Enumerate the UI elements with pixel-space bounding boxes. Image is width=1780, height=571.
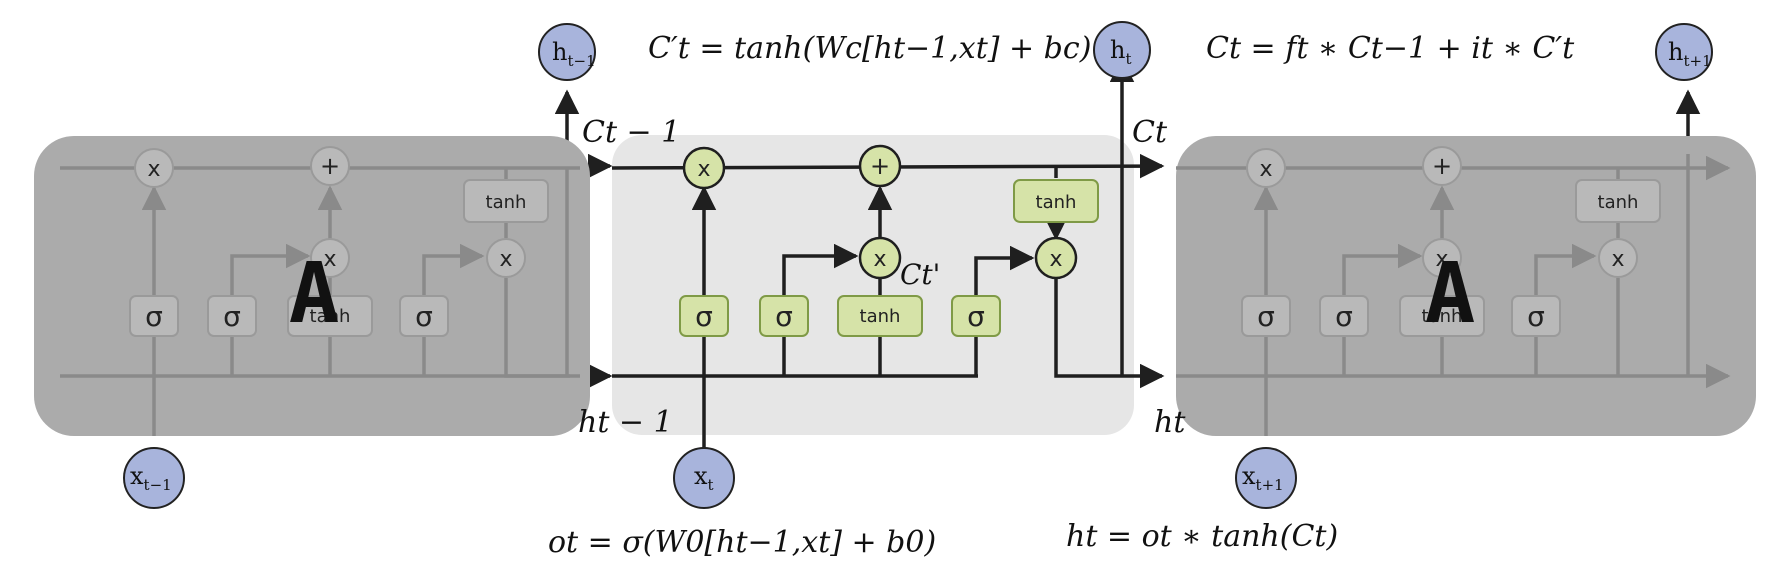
right-cell-label: A: [1425, 244, 1476, 342]
hidden-state-equation: ht = ot ∗ tanh(Ct): [1066, 519, 1338, 554]
c-prev-label: Ct − 1: [582, 115, 680, 150]
tanh-output-label: tanh: [1036, 192, 1077, 213]
forget-mult-op: [682, 146, 726, 190]
left-cell: x + x x σ σ tanh σ tanh A: [34, 136, 590, 436]
input-add-text: +: [870, 152, 890, 180]
forget-mult-text: x: [697, 157, 710, 182]
h-prev-base: h: [552, 38, 567, 66]
h-next-base: h: [1668, 38, 1683, 66]
tanh-gate: [837, 295, 923, 337]
x-curr-sub: t: [708, 476, 714, 494]
right-sigma3-text: σ: [1527, 300, 1545, 333]
left-mult-text: x: [147, 157, 160, 182]
svg-text:ht−1: ht−1: [552, 38, 596, 70]
svg-text:ht: ht: [1110, 36, 1132, 68]
left-sigma1-text: σ: [145, 300, 163, 333]
right-add-text: +: [1432, 152, 1452, 180]
center-cell-background: [612, 135, 1134, 435]
left-mult2-text: x: [323, 247, 336, 272]
equations: C′t = tanh(Wc[ht−1,xt] + bc) Ct = ft ∗ C…: [548, 31, 1575, 560]
x-prev-sub: t−1: [144, 476, 172, 494]
output-gate-equation: ot = σ(W0[ht−1,xt] + b0): [548, 525, 936, 560]
line-labels: Ct − 1 Ct Ct' ht − 1 ht: [578, 115, 1186, 440]
cell-state-equation: Ct = ft ∗ Ct−1 + it ∗ C′t: [1206, 31, 1575, 66]
output-mult-op: [1034, 236, 1078, 280]
sigma-gate-3: [951, 295, 1001, 337]
x-curr-node: xt: [673, 447, 735, 509]
x-curr-base: x: [694, 462, 708, 490]
right-mult-text: x: [1259, 157, 1272, 182]
h-prev-node: ht−1: [538, 23, 596, 81]
nodes: ht−1 ht ht+1 xt−1 xt xt+1: [123, 21, 1713, 509]
tanh-gate-label: tanh: [860, 306, 901, 327]
x-next-sub: t+1: [1256, 476, 1284, 494]
h-curr-node: ht: [1093, 21, 1151, 79]
left-mult3-text: x: [499, 247, 512, 272]
center-ops: x + x x: [682, 144, 1078, 280]
c-cand-label: Ct': [900, 258, 940, 291]
output-mult-text: x: [1049, 247, 1062, 272]
right-tanh-out-text: tanh: [1598, 192, 1639, 213]
sigma-gate-1-label: σ: [695, 300, 713, 333]
sigma-gate-2-label: σ: [775, 300, 793, 333]
sigma-gate-3-label: σ: [967, 300, 985, 333]
left-cell-background: [34, 136, 590, 436]
left-sigma2-text: σ: [223, 300, 241, 333]
sigma-gate-1: [679, 295, 729, 337]
c-curr-label: Ct: [1132, 115, 1168, 150]
x-prev-base: x: [130, 462, 144, 490]
input-mult-text: x: [873, 247, 886, 272]
right-cell: x + x x σ σ tanh σ tanh A: [1176, 136, 1756, 436]
svg-text:ht+1: ht+1: [1668, 38, 1712, 70]
center-gates: σ σ tanh σ tanh: [679, 179, 1099, 337]
h-next-sub: t+1: [1683, 52, 1711, 70]
h-prev-sub: t−1: [567, 52, 595, 70]
svg-text:xt−1: xt−1: [130, 462, 172, 494]
svg-text:xt+1: xt+1: [1242, 462, 1284, 494]
right-tanh-text: tanh: [1422, 306, 1463, 327]
h-curr-base: h: [1110, 36, 1125, 64]
left-cell-label: A: [289, 244, 340, 342]
svg-text:xt: xt: [694, 462, 714, 494]
h-next-node: ht+1: [1655, 23, 1713, 81]
tanh-output-gate: [1013, 179, 1099, 223]
hidden-output-path: [1054, 278, 1165, 389]
input-mult-op: [858, 236, 902, 280]
x-next-node: xt+1: [1235, 447, 1297, 509]
h-curr-sub: t: [1125, 50, 1131, 68]
right-mult2-text: x: [1435, 247, 1448, 272]
x-prev-node: xt−1: [123, 447, 185, 509]
candidate-equation: C′t = tanh(Wc[ht−1,xt] + bc): [648, 31, 1091, 66]
input-gate-arrow: [782, 243, 859, 296]
left-add-text: +: [320, 152, 340, 180]
h-curr-label: ht: [1154, 405, 1186, 440]
right-mult3-text: x: [1611, 247, 1624, 272]
output-gate-arrow: [974, 245, 1035, 296]
h-prev-label: ht − 1: [578, 405, 673, 440]
left-tanh-out-text: tanh: [486, 192, 527, 213]
right-sigma2-text: σ: [1335, 300, 1353, 333]
right-sigma1-text: σ: [1257, 300, 1275, 333]
left-tanh-text: tanh: [310, 306, 351, 327]
input-add-op: [858, 144, 902, 188]
sigma-gate-2: [759, 295, 809, 337]
x-next-base: x: [1242, 462, 1256, 490]
left-sigma3-text: σ: [415, 300, 433, 333]
